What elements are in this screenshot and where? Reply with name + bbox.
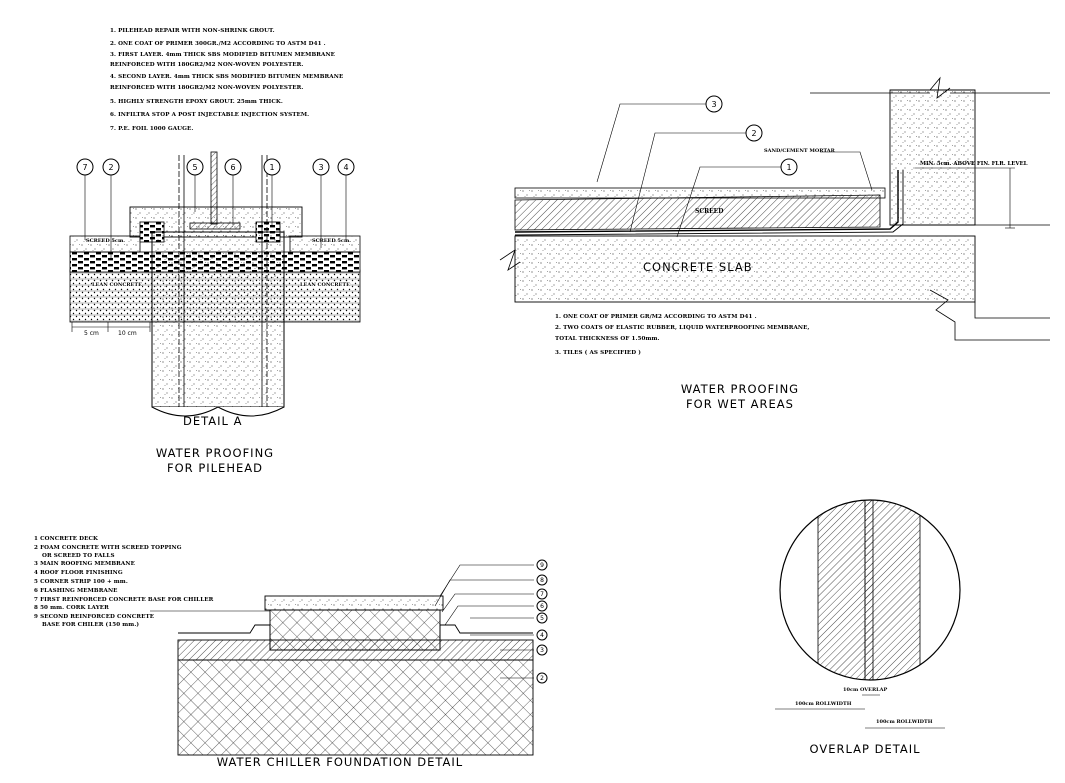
wet-note: TOTAL THICKNESS OF 1.50mm.: [555, 336, 660, 342]
pilehead-note: 5. HIGHLY STRENGTH EPOXY GROUT. 25mm THI…: [110, 99, 283, 105]
pilehead-callout: 1: [269, 163, 274, 172]
pilehead-callout: 7: [82, 163, 87, 172]
pilehead-note: REINFORCED WITH 180GR2/M2 NON-WOVEN POLY…: [110, 62, 304, 68]
wet-title-line1: WATER PROOFING: [680, 382, 800, 396]
pilehead-note: REINFORCED WITH 180GR2/M2 NON-WOVEN POLY…: [110, 85, 304, 91]
chiller-callout: 6: [540, 603, 544, 610]
pilehead-note: 1. PILEHEAD REPAIR WITH NON-SHRINK GROUT…: [110, 28, 275, 34]
chiller-callout: 2: [540, 675, 544, 682]
pilehead-note: 6. INFILTRA STOP A POST INJECTABLE INJEC…: [110, 112, 310, 118]
pilehead-callout: 3: [318, 163, 323, 172]
pilehead-callout: 4: [343, 163, 348, 172]
chiller-legend-item: 8 50 mm. CORK LAYER: [34, 605, 109, 611]
chiller-legend-item: 5 CORNER STRIP 100 + mm.: [34, 579, 128, 585]
chiller-callout: 7: [540, 591, 544, 598]
pilehead-title-line2: FOR PILEHEAD: [167, 461, 263, 475]
chiller-legend-item: 3 MAIN ROOFING MEMBRANE: [34, 561, 135, 567]
pilehead-dim-5: 5 cm: [84, 330, 99, 337]
chiller-legend-item: OR SCREED TO FALLS: [42, 553, 115, 559]
overlap-title: OVERLAP DETAIL: [809, 742, 921, 756]
wet-title-line2: FOR WET AREAS: [686, 397, 794, 411]
pilehead-note: 4. SECOND LAYER. 4mm THICK SBS MODIFIED …: [110, 74, 344, 80]
rollwidth-label: 100cm ROLLWIDTH: [795, 701, 852, 707]
chiller-legend-item: 1 CONCRETE DECK: [34, 536, 98, 542]
overlap-label: 10cm OVERLAP: [843, 687, 888, 693]
chiller-legend-item: 6 FLASHING MEMBRANE: [34, 588, 118, 594]
wet-level-label: MIN. 5cm. ABOVE FIN. FLR. LEVEL: [920, 161, 1028, 167]
chiller-legend-item: 2 FOAM CONCRETE WITH SCREED TOPPING: [34, 545, 182, 551]
chiller-callout: 4: [540, 632, 544, 639]
wet-callout: 2: [751, 129, 756, 138]
wet-callout: 3: [711, 100, 716, 109]
chiller-callout: 9: [540, 562, 544, 569]
chiller-legend-item: BASE FOR CHILER (150 mm.): [42, 622, 140, 628]
pilehead-callouts: 7 2 5 6 1 3 4: [76, 158, 355, 176]
wet-note: 2. TWO COATS OF ELASTIC RUBBER, LIQUID W…: [555, 325, 810, 331]
chiller-callout: 8: [540, 577, 544, 584]
pilehead-lean-label-left: LEAN CONCRETE: [92, 282, 142, 288]
chiller-legend-item: 7 FIRST REINFORCED CONCRETE BASE FOR CHI…: [34, 597, 214, 603]
chiller-detail: 9 8 7 6 5 4 3 2: [150, 559, 548, 756]
pilehead-title-line1: WATER PROOFING: [155, 446, 275, 460]
pilehead-detail: 7 2 5 6 1 3 4: [69, 151, 361, 417]
wet-note: 1. ONE COAT OF PRIMER GR/M2 ACCORDING TO…: [555, 314, 757, 320]
wet-slab-label: CONCRETE SLAB: [643, 260, 753, 274]
wet-mortar-label: SAND/CEMENT MORTAR: [764, 148, 835, 154]
overlap-detail: [775, 499, 961, 729]
chiller-legend-item: 4 ROOF FLOOR FINISHING: [34, 570, 123, 576]
pilehead-callout: 5: [192, 163, 197, 172]
pilehead-note: 3. FIRST LAYER. 4mm THICK SBS MODIFIED B…: [110, 52, 336, 58]
pilehead-note: 2. ONE COAT OF PRIMER 300GR./M2 ACCORDIN…: [110, 41, 326, 47]
pilehead-screed-label-left: SCREED 5cm.: [86, 238, 125, 244]
pilehead-note: 7. P.E. FOIL 1000 GAUGE.: [110, 126, 194, 132]
wet-screed-label: SCREED: [695, 208, 724, 215]
pilehead-lean-label-right: LEAN CONCRETE: [300, 282, 350, 288]
chiller-callout: 5: [540, 615, 544, 622]
wet-callout: 1: [786, 163, 791, 172]
pilehead-detail-label: DETAIL A: [183, 414, 243, 428]
wet-areas-detail: 3 2 1: [499, 76, 1050, 341]
pilehead-callout: 2: [108, 163, 113, 172]
pilehead-callout: 6: [230, 163, 235, 172]
chiller-legend-item: 9 SECOND REINFORCED CONCRETE: [34, 614, 155, 620]
pilehead-screed-label-right: SCREED 5cm.: [312, 238, 351, 244]
rollwidth2-label: 100cm ROLLWIDTH: [876, 719, 933, 725]
chiller-callout: 3: [540, 647, 544, 654]
wet-note: 3. TILES ( AS SPECIFIED ): [555, 350, 642, 356]
chiller-title: WATER CHILLER FOUNDATION DETAIL: [216, 755, 464, 769]
pilehead-dim-10: 10 cm: [118, 330, 137, 337]
